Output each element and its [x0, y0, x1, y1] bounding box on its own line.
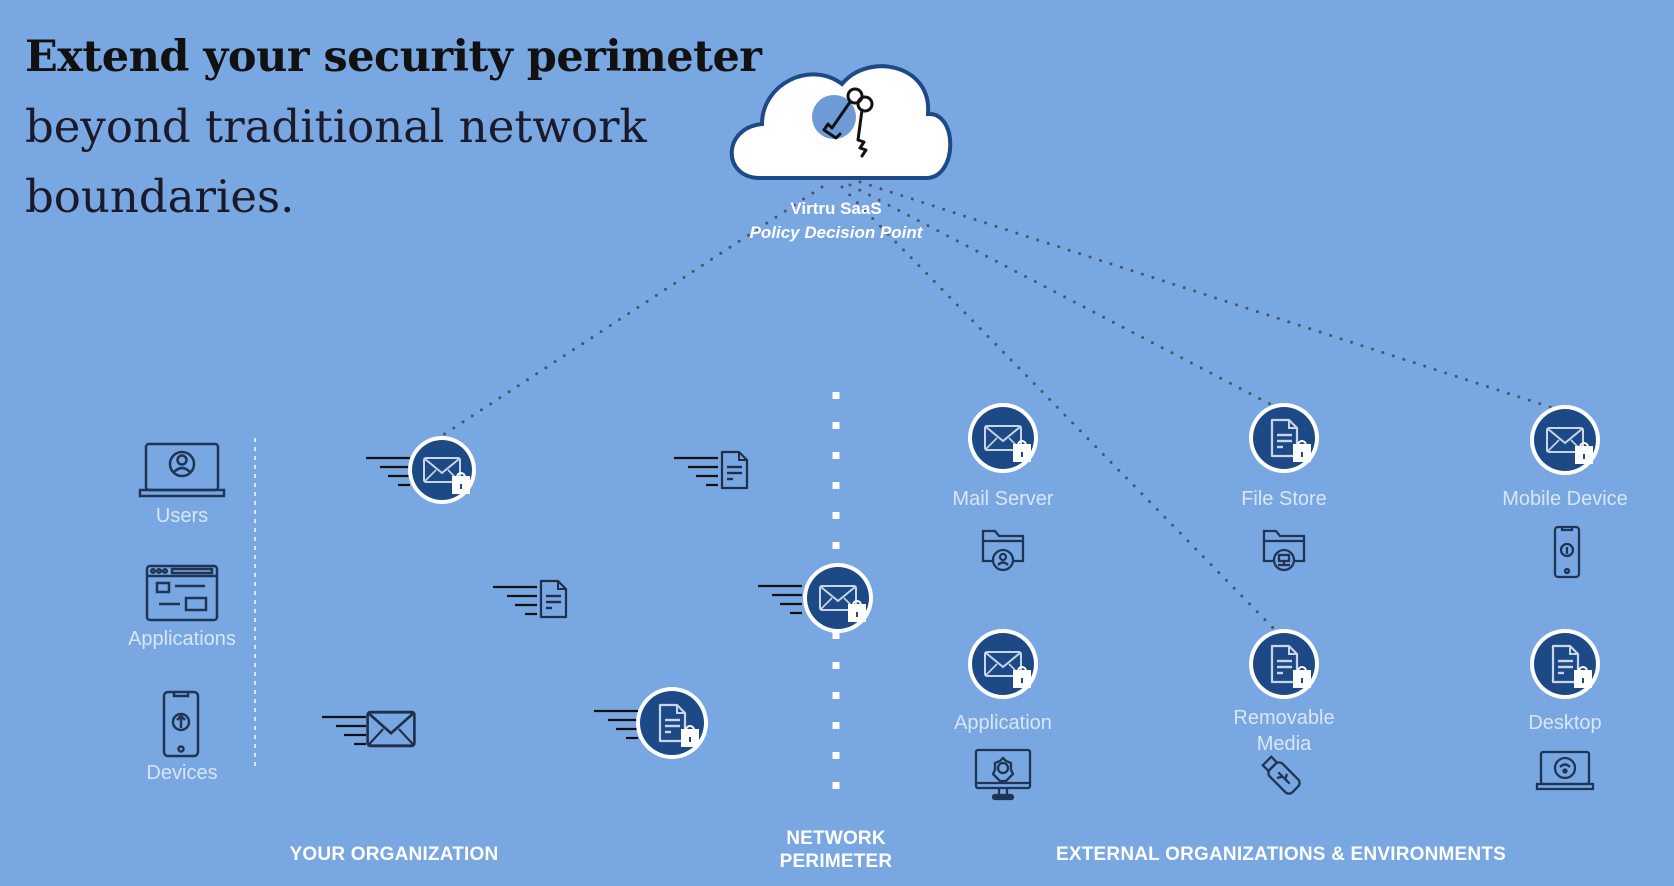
speed-lines-icon — [491, 585, 539, 616]
destination-label-file-store: File Store — [1241, 488, 1327, 510]
moving-encrypted-email-1 — [364, 436, 476, 504]
document-icon — [539, 579, 568, 619]
moving-encrypted-email-2 — [756, 563, 873, 633]
speed-lines-icon — [364, 456, 412, 487]
speed-lines-icon — [756, 584, 804, 615]
cloud — [729, 64, 953, 180]
network-folder-icon — [1262, 529, 1306, 572]
headline-bold: Extend your security perimeter — [25, 32, 762, 82]
section-label-external: EXTERNAL ORGANIZATIONS & ENVIRONMENTS — [1055, 844, 1507, 865]
speed-lines-icon — [320, 715, 368, 746]
destination-label-removable-line-2: Media — [1256, 733, 1312, 755]
cloud-label: Virtru SaaS Policy Decision Point — [750, 197, 923, 245]
section-label-network-perimeter: NETWORK PERIMETER — [780, 827, 893, 873]
cloud-title: Virtru SaaS — [790, 199, 882, 218]
keys-icon — [822, 87, 874, 158]
badge-application — [968, 629, 1038, 699]
destination-label-desktop: Desktop — [1528, 712, 1602, 734]
destination-label-removable-line-1: Removable — [1233, 707, 1335, 729]
section-label-your-organization: YOUR ORGANIZATION — [289, 844, 499, 865]
badge-mail-server — [968, 403, 1038, 473]
connector-to-org-email — [438, 185, 824, 439]
headline-line-1: beyond traditional network — [25, 100, 647, 153]
connector-to-file-store — [848, 183, 1274, 407]
moving-email-1 — [320, 710, 416, 748]
connector-to-mobile-device — [858, 180, 1555, 410]
moving-document-1 — [672, 450, 749, 490]
moving-document-2 — [491, 579, 568, 619]
destination-label-mail-server: Mail Server — [952, 488, 1054, 510]
destination-label-mobile-device: Mobile Device — [1502, 488, 1628, 510]
cloud-subtitle: Policy Decision Point — [749, 223, 923, 242]
source-label-applications: Applications — [128, 628, 236, 650]
destination-label-application: Application — [954, 712, 1052, 734]
mail-folder-icon — [981, 529, 1025, 572]
network-perimeter-line-2: PERIMETER — [779, 851, 893, 872]
smartphone-icon — [1553, 525, 1581, 579]
moving-encrypted-document-1 — [592, 687, 708, 759]
source-label-devices: Devices — [146, 762, 218, 784]
laptop-user-icon — [138, 442, 226, 498]
source-label-users: Users — [155, 505, 209, 527]
badge-removable-media — [1249, 629, 1319, 699]
smartphone-icon — [162, 690, 200, 758]
browser-window-icon — [145, 564, 219, 622]
badge-mobile-device — [1530, 405, 1600, 475]
speed-lines-icon — [592, 709, 640, 740]
badge-desktop — [1530, 629, 1600, 699]
monitor-gear-icon — [974, 748, 1032, 801]
headline: Extend your security perimeter beyond tr… — [25, 22, 762, 232]
speed-lines-icon — [672, 456, 720, 487]
network-perimeter-line-1: NETWORK — [786, 828, 886, 849]
connector-to-removable-media — [840, 185, 1277, 632]
destination-label-removable-media: Removable Media — [1233, 705, 1334, 757]
connector-lines — [438, 180, 1555, 632]
badge-file-store — [1249, 403, 1319, 473]
headline-line-2: boundaries. — [25, 170, 295, 223]
document-icon — [720, 450, 749, 490]
usb-drive-icon — [1261, 755, 1301, 795]
envelope-icon — [366, 710, 416, 748]
laptop-wifi-icon — [1535, 750, 1595, 791]
cloud-accent-circle — [812, 95, 856, 139]
